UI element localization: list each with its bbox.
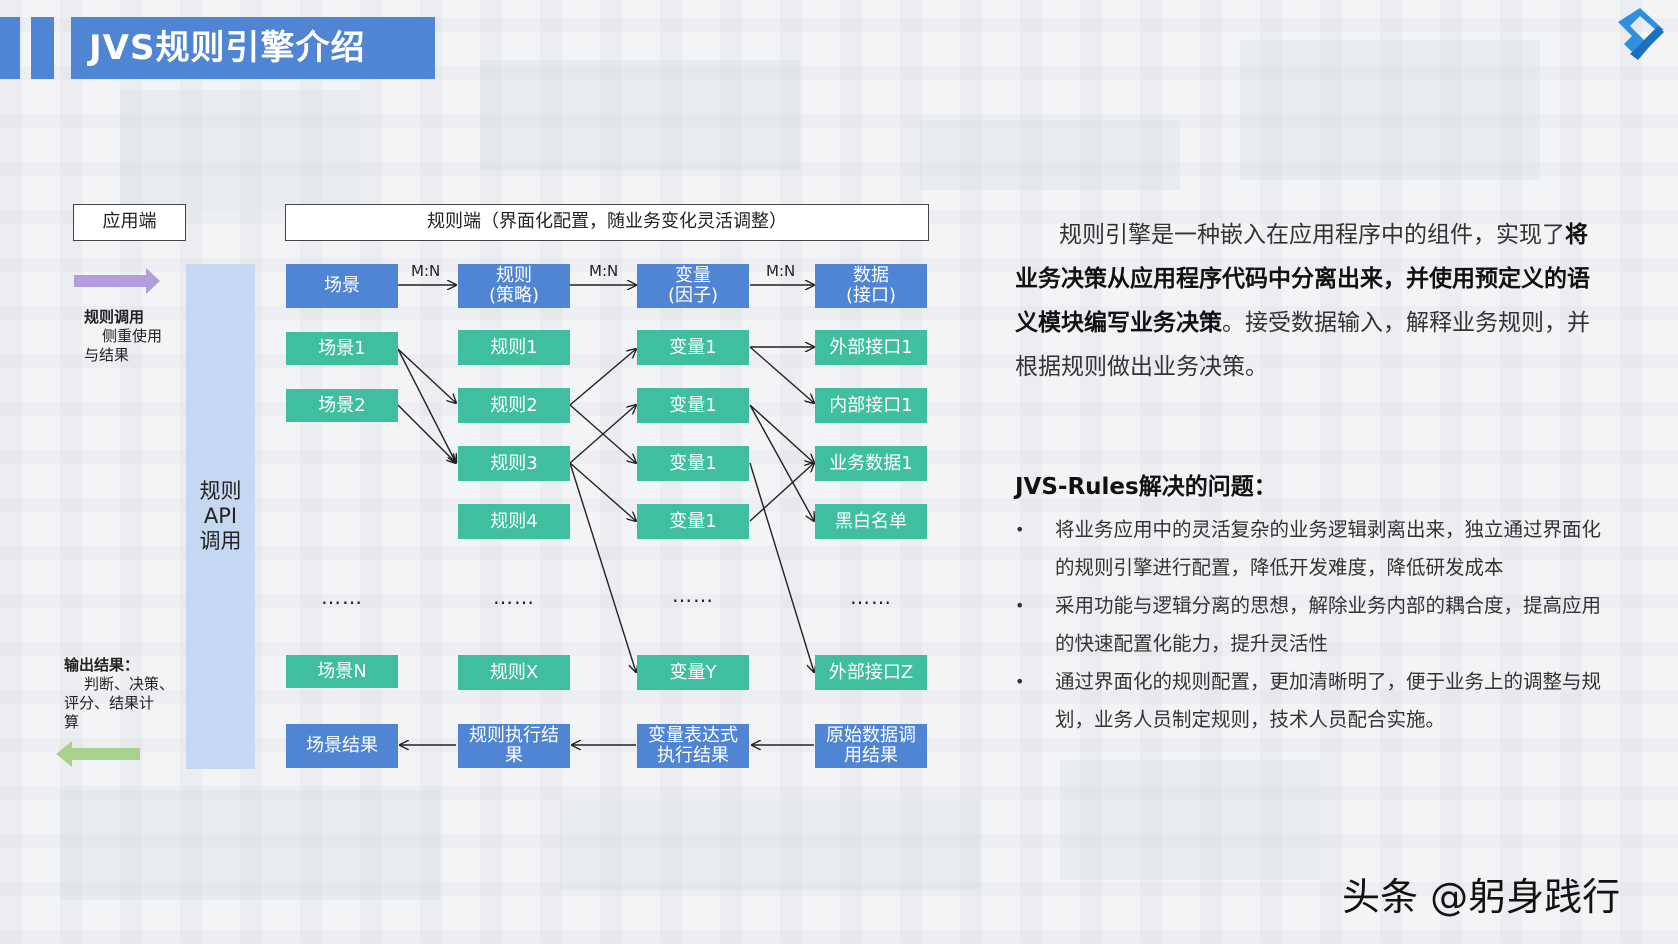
scene-header: 场景 — [286, 264, 398, 308]
logo-icon — [1618, 8, 1664, 60]
variable-item-1: 变量1 — [637, 330, 749, 365]
rule-item-x: 规则X — [458, 655, 570, 690]
intro-part-1: 规则引擎是一种嵌入在应用程序中的组件，实现了 — [1059, 222, 1565, 248]
call-desc-2: 与结果 — [84, 346, 130, 364]
variable-header-1: 变量 — [674, 265, 711, 286]
problem-item-1: 将业务应用中的灵活复杂的业务逻辑剥离出来，独立通过界面化的规则引擎进行配置，降低… — [1015, 511, 1607, 587]
variable-result-1: 变量表达式 — [648, 725, 738, 746]
data-item-2: 内部接口1 — [815, 388, 927, 423]
rule-item-2: 规则2 — [458, 388, 570, 423]
data-item-z: 外部接口Z — [815, 655, 927, 690]
variable-item-4: 变量1 — [637, 504, 749, 539]
rule-header-1: 规则 — [495, 265, 532, 286]
data-header-2: (接口) — [845, 285, 897, 306]
api-line-1: 规则 — [199, 479, 242, 503]
rule-item-3: 规则3 — [458, 446, 570, 481]
problems-list: 将业务应用中的灵活复杂的业务逻辑剥离出来，独立通过界面化的规则引擎进行配置，降低… — [1015, 511, 1607, 739]
variable-item-3: 变量1 — [637, 446, 749, 481]
output-desc-2: 评分、结果计 — [64, 694, 155, 712]
problem-item-3: 通过界面化的规则配置，更加清晰明了，便于业务上的调整与规划，业务人员制定规则，技… — [1015, 663, 1607, 739]
intro-bold: 将业务决策从应用程序代码中分离出来，并使用预定义的语义模块编写业务决策 — [1015, 222, 1590, 336]
rule-side-header: 规则端（界面化配置，随业务变化灵活调整） — [285, 204, 929, 241]
problems-heading: JVS-Rules解决的问题： — [1015, 474, 1277, 500]
rule-api-call-bar: 规则 API 调用 — [186, 264, 255, 769]
data-ellipsis: …… — [850, 585, 892, 609]
variable-result-2: 执行结果 — [657, 745, 729, 766]
data-item-1: 外部接口1 — [815, 330, 927, 365]
data-item-3: 业务数据1 — [815, 446, 927, 481]
call-arrow-icon — [74, 268, 160, 294]
app-side-header: 应用端 — [73, 204, 186, 241]
variable-ellipsis: …… — [672, 583, 714, 607]
header-bar-2 — [31, 17, 54, 79]
variable-header: 变量(因子) — [637, 264, 749, 308]
rule-item-4: 规则4 — [458, 504, 570, 539]
call-label-block: 规则调用 侧重使用 与结果 — [84, 308, 162, 365]
rule-result-1: 规则执行结 — [469, 725, 559, 746]
data-item-4: 黑白名单 — [815, 504, 927, 539]
data-header-1: 数据 — [852, 265, 889, 286]
output-desc-1: 判断、决策、 — [84, 675, 175, 693]
data-result: 原始数据调用结果 — [815, 724, 927, 768]
scene-item-2: 场景2 — [286, 389, 398, 422]
rule-result-2: 果 — [505, 745, 523, 766]
rule-header-2: (策略) — [488, 285, 540, 306]
data-result-1: 原始数据调 — [826, 725, 916, 746]
data-header: 数据(接口) — [815, 264, 927, 308]
header-bar-1 — [0, 17, 20, 79]
mn-label-3: M:N — [766, 262, 796, 280]
problem-item-2: 采用功能与逻辑分离的思想，解除业务内部的耦合度，提高应用的快速配置化能力，提升灵… — [1015, 587, 1607, 663]
variable-header-2: (因子) — [667, 285, 719, 306]
output-desc-3: 算 — [64, 713, 80, 731]
output-label: 输出结果： — [64, 656, 140, 674]
scene-result: 场景结果 — [286, 724, 398, 768]
variable-result: 变量表达式执行结果 — [637, 724, 749, 768]
mn-label-2: M:N — [589, 262, 619, 280]
call-label: 规则调用 — [84, 308, 145, 326]
output-arrow-icon — [56, 741, 140, 767]
page-title: JVS规则引擎介绍 — [71, 17, 435, 79]
rule-header: 规则(策略) — [458, 264, 570, 308]
watermark: 头条 @躬身践行 — [1342, 875, 1621, 919]
call-desc-1: 侧重使用 — [102, 327, 163, 345]
mn-label-1: M:N — [411, 262, 441, 280]
rule-ellipsis: …… — [493, 585, 535, 609]
variable-item-2: 变量1 — [637, 388, 749, 423]
intro-paragraph: 规则引擎是一种嵌入在应用程序中的组件，实现了将业务决策从应用程序代码中分离出来，… — [1015, 213, 1605, 389]
scene-item-n: 场景N — [286, 655, 398, 688]
rule-result: 规则执行结果 — [458, 724, 570, 768]
intro-part-2: 。接受数据输入，解释业务规则，并根据规则做出业务决策。 — [1015, 310, 1590, 380]
variable-item-y: 变量Y — [637, 655, 749, 690]
api-line-3: 调用 — [199, 529, 242, 553]
api-line-2: API — [203, 504, 238, 528]
data-result-2: 用结果 — [844, 745, 898, 766]
scene-item-1: 场景1 — [286, 332, 398, 365]
rule-item-1: 规则1 — [458, 330, 570, 365]
output-label-block: 输出结果： 判断、决策、 评分、结果计 算 — [64, 656, 174, 732]
scene-ellipsis: …… — [321, 585, 363, 609]
